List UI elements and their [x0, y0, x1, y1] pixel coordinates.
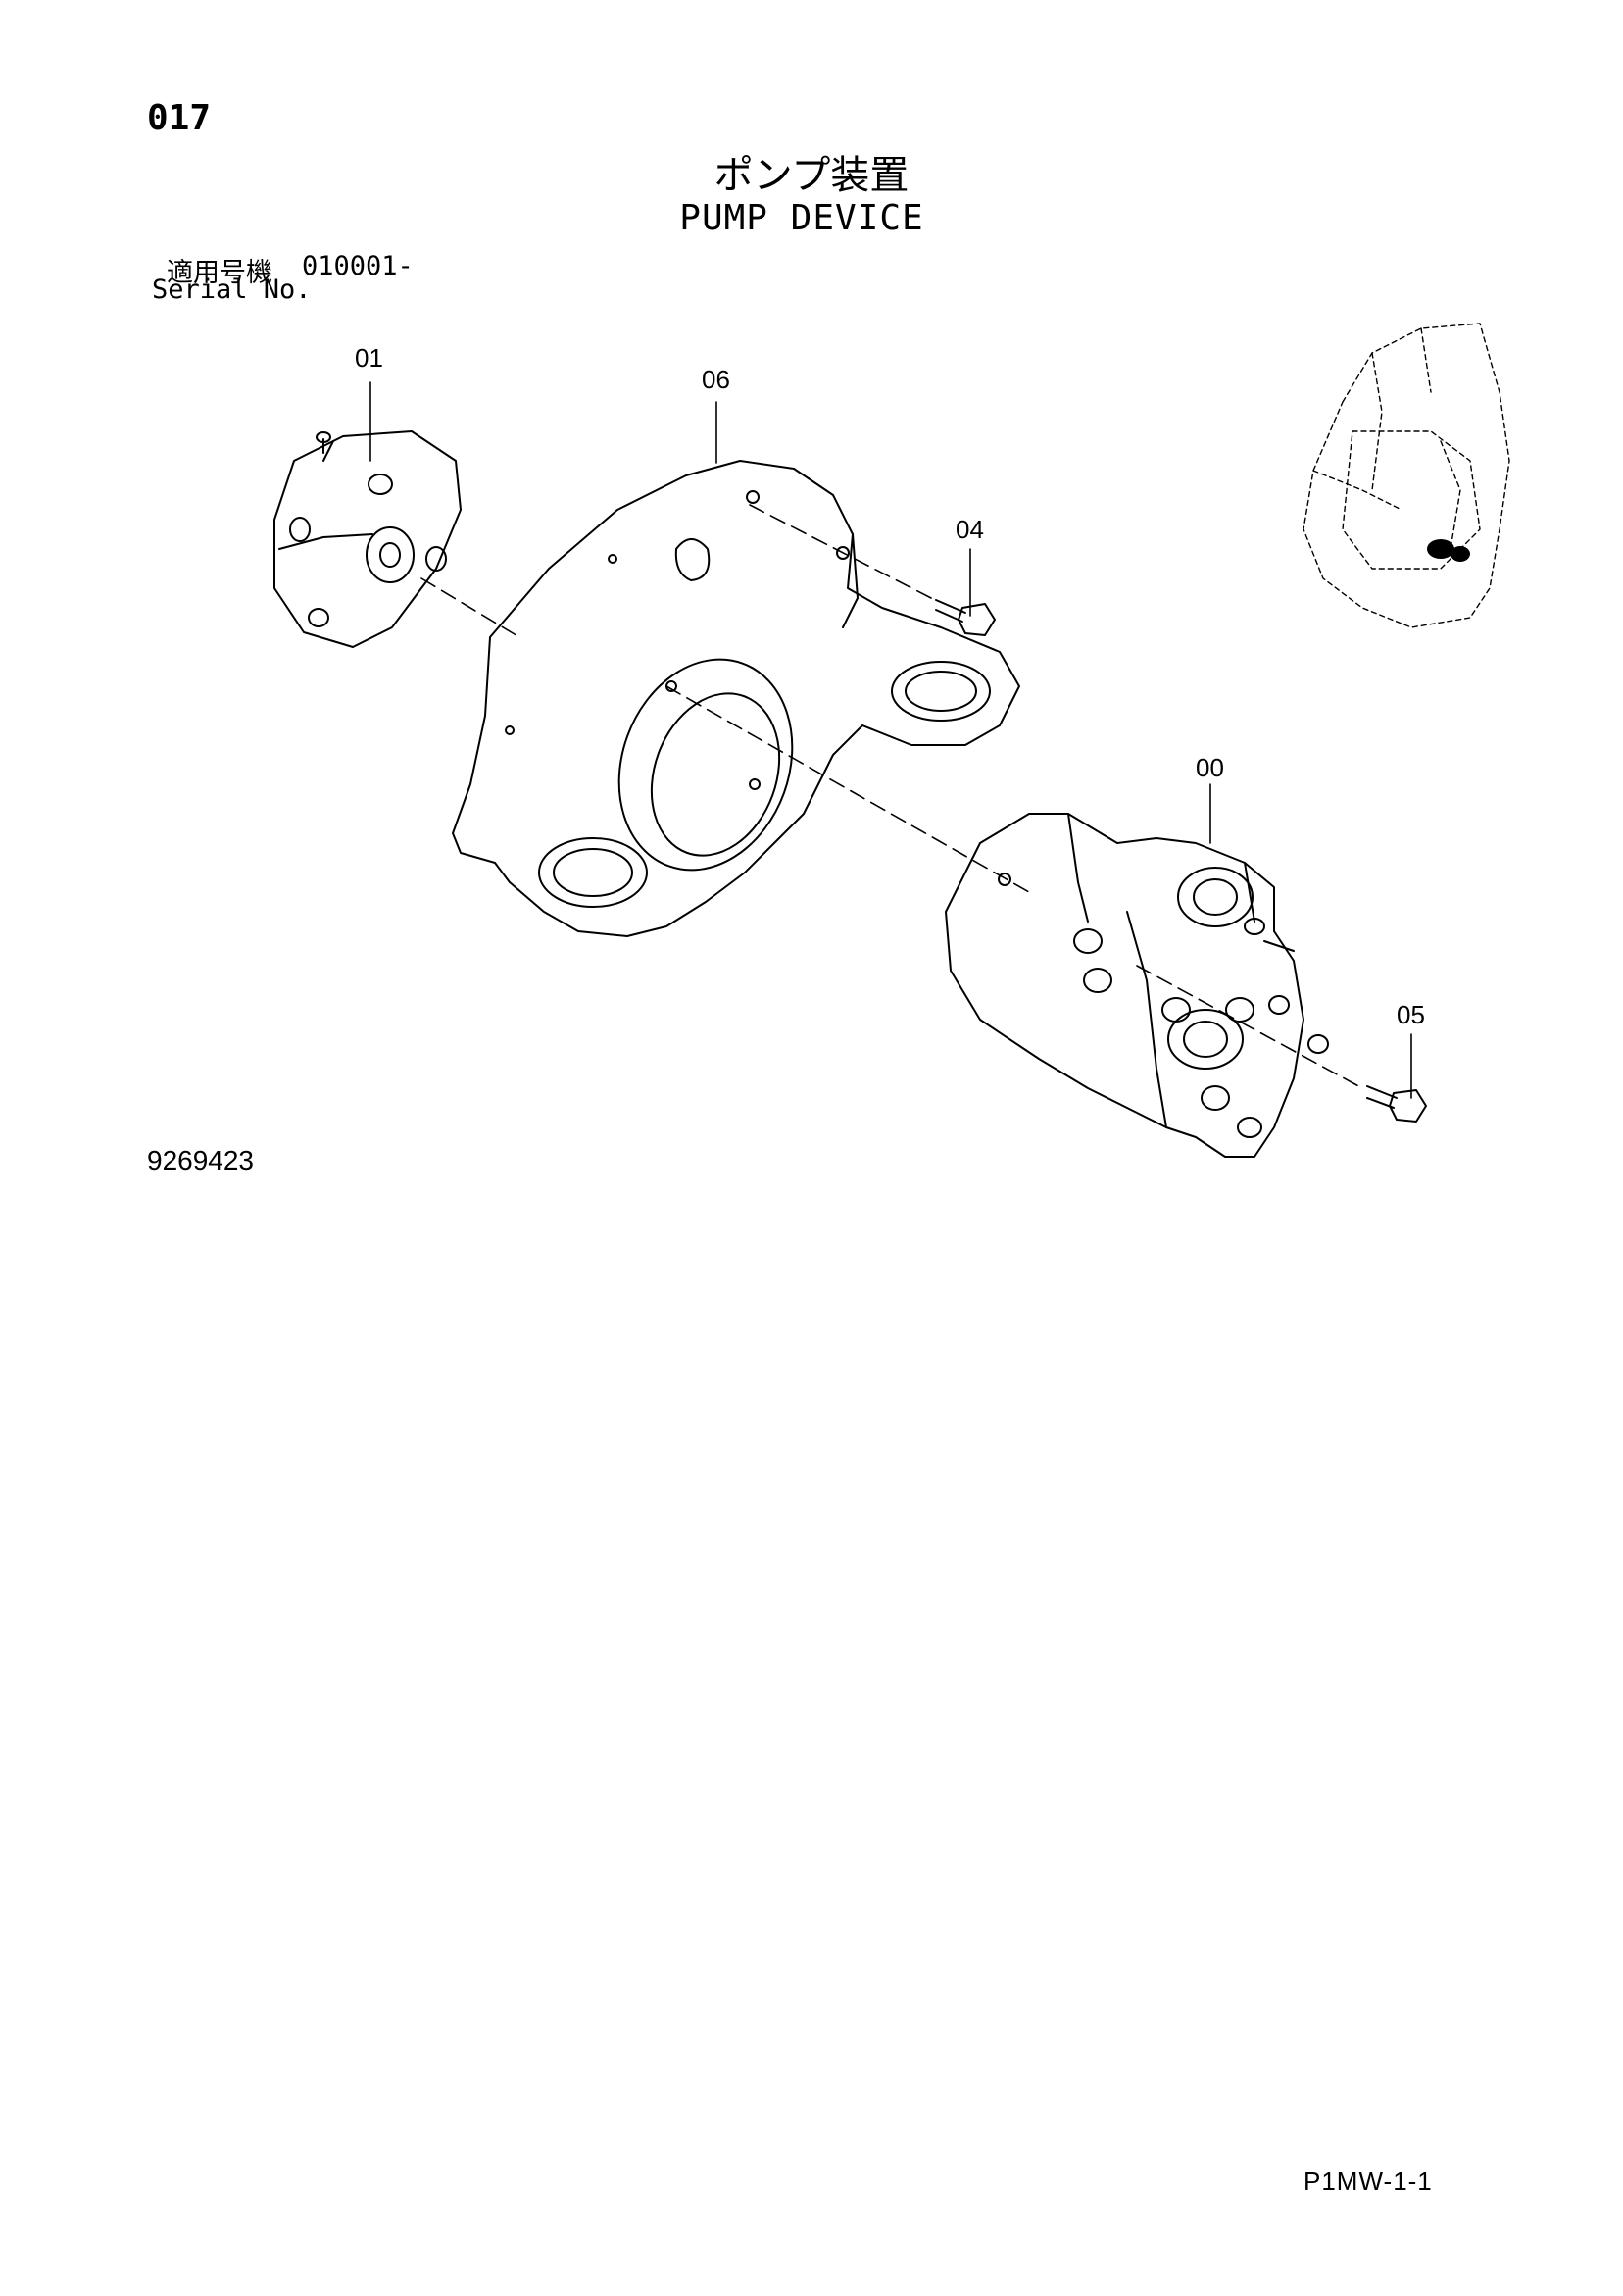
serial-label-japanese: 適用号機 [167, 258, 272, 288]
sheet-id: P1MW-1-1 [1303, 2167, 1433, 2196]
page-number: 017 [147, 98, 212, 138]
inset-highlighted-pump [1427, 539, 1470, 562]
leader-lines [369, 381, 1412, 1099]
serial-label-english: Serial No. [152, 275, 312, 305]
bolt-part-04 [935, 599, 996, 636]
machine-location-inset [1303, 323, 1510, 628]
callout-04: 04 [956, 515, 984, 544]
callout-01: 01 [355, 343, 383, 373]
bolt-part-05 [1366, 1085, 1427, 1123]
pump-part [945, 813, 1329, 1158]
serial-range: 010001- [302, 251, 414, 281]
callout-05: 05 [1397, 1000, 1425, 1029]
callout-06: 06 [702, 365, 730, 394]
title-english: PUMP DEVICE [679, 198, 924, 238]
coupling-part [273, 430, 462, 648]
title-japanese: ポンプ装置 [713, 153, 910, 198]
housing-part [452, 460, 1020, 937]
callout-00: 00 [1196, 753, 1224, 782]
drawing-number: 9269423 [147, 1145, 255, 1175]
assembly-center-lines [420, 504, 1363, 1089]
